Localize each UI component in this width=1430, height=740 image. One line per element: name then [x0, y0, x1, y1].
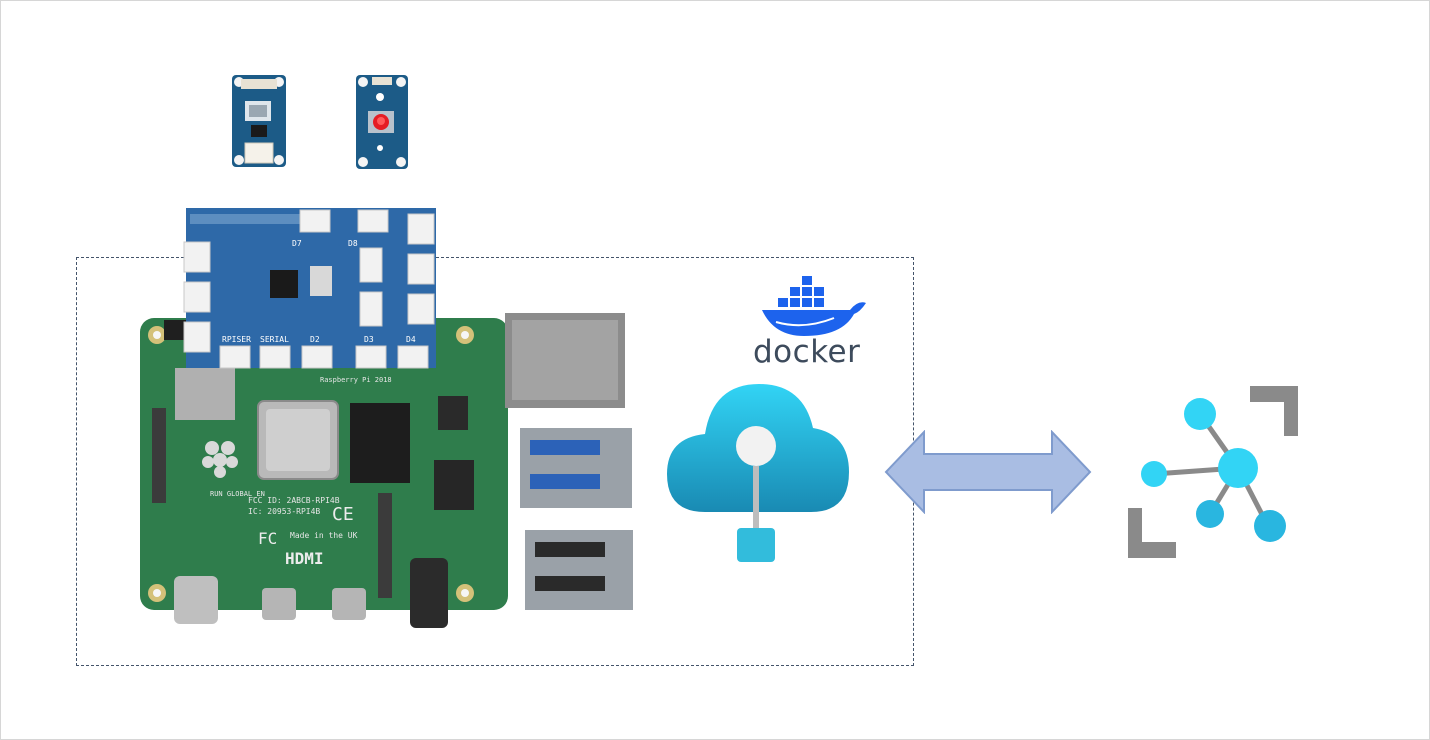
svg-text:D8: D8 — [348, 239, 358, 248]
svg-text:D3: D3 — [364, 335, 374, 344]
svg-text:D7: D7 — [292, 239, 302, 248]
svg-text:D2: D2 — [310, 335, 320, 344]
grove-button-module-image — [356, 75, 408, 169]
digital-twins-graph-icon — [1128, 386, 1298, 558]
cloud-iot-edge-icon — [667, 384, 849, 562]
raspberry-pi-board-image: FCC ID: 2ABCB-RPI4B IC: 20953-RPI4B Made… — [140, 208, 633, 628]
docker-wordmark: docker — [753, 334, 861, 370]
svg-text:SERIAL: SERIAL — [260, 335, 289, 344]
double-headed-arrow-icon — [884, 430, 1092, 514]
svg-text:RPISER: RPISER — [222, 335, 251, 344]
svg-text:IC: 20953-RPI4B: IC: 20953-RPI4B — [248, 507, 320, 516]
svg-text:HDMI: HDMI — [285, 549, 324, 568]
svg-text:D4: D4 — [406, 335, 416, 344]
svg-text:CE: CE — [332, 504, 354, 525]
docker-whale-icon — [762, 276, 866, 336]
svg-text:FC: FC — [258, 529, 277, 548]
svg-text:Raspberry Pi 2018: Raspberry Pi 2018 — [320, 376, 392, 384]
svg-text:FCC ID: 2ABCB-RPI4B: FCC ID: 2ABCB-RPI4B — [248, 496, 340, 505]
svg-text:RUN GLOBAL_EN: RUN GLOBAL_EN — [210, 490, 265, 498]
grove-sensor-module-image — [232, 75, 286, 167]
svg-text:Made in the UK: Made in the UK — [290, 531, 358, 540]
